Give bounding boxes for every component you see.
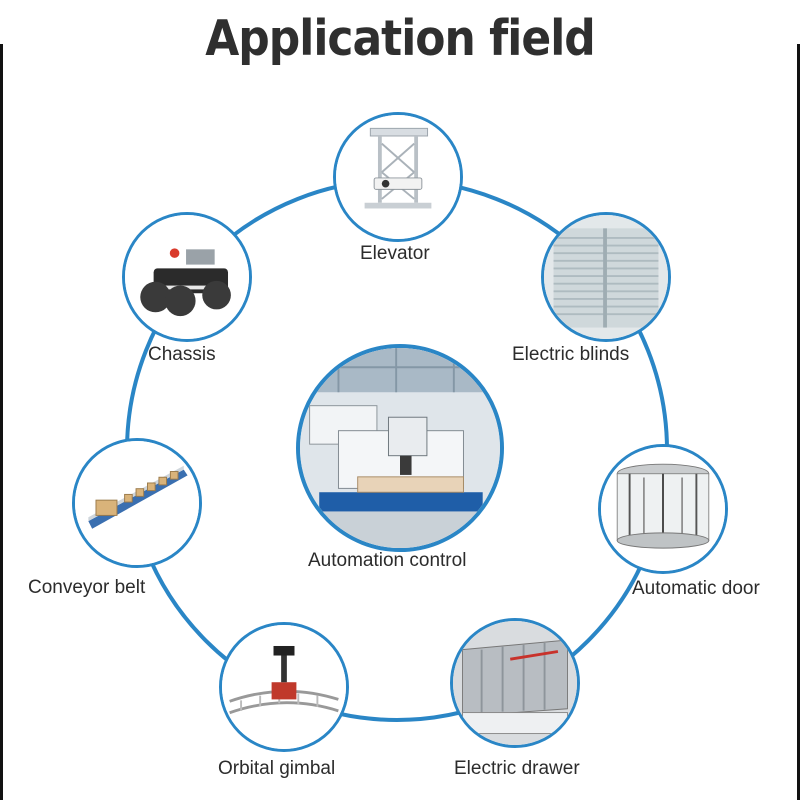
- electric-drawer-node: [450, 618, 580, 748]
- projector-lift-photo: [336, 115, 460, 239]
- orbital-gimbal-label: Orbital gimbal: [218, 758, 336, 779]
- automatic-door-node: [598, 444, 728, 574]
- drawer-photo: [453, 621, 577, 745]
- page-title: Application field: [205, 10, 596, 68]
- electric-blinds-node: [541, 212, 671, 342]
- revolving-door-photo: [601, 447, 725, 571]
- automation-control-label: Automation control: [308, 550, 467, 571]
- orbital-gimbal-node: [219, 622, 349, 752]
- conveyor-photo: [75, 441, 199, 565]
- left-edge-bar: [0, 44, 3, 800]
- electric-drawer-label: Electric drawer: [454, 758, 580, 779]
- electric-blinds-label: Electric blinds: [512, 344, 630, 365]
- robot-chassis-photo: [125, 215, 249, 339]
- elevator-node: [333, 112, 463, 242]
- conveyor-belt-node: [72, 438, 202, 568]
- cnc-machine-photo: [300, 348, 500, 548]
- automatic-door-label: Automatic door: [632, 578, 760, 599]
- chassis-node: [122, 212, 252, 342]
- conveyor-belt-label: Conveyor belt: [28, 577, 146, 598]
- camera-dolly-photo: [222, 625, 346, 749]
- right-edge-bar: [797, 44, 800, 800]
- window-blinds-photo: [544, 215, 668, 339]
- automation-control-node: [296, 344, 504, 552]
- chassis-label: Chassis: [148, 344, 216, 365]
- elevator-label: Elevator: [360, 243, 430, 264]
